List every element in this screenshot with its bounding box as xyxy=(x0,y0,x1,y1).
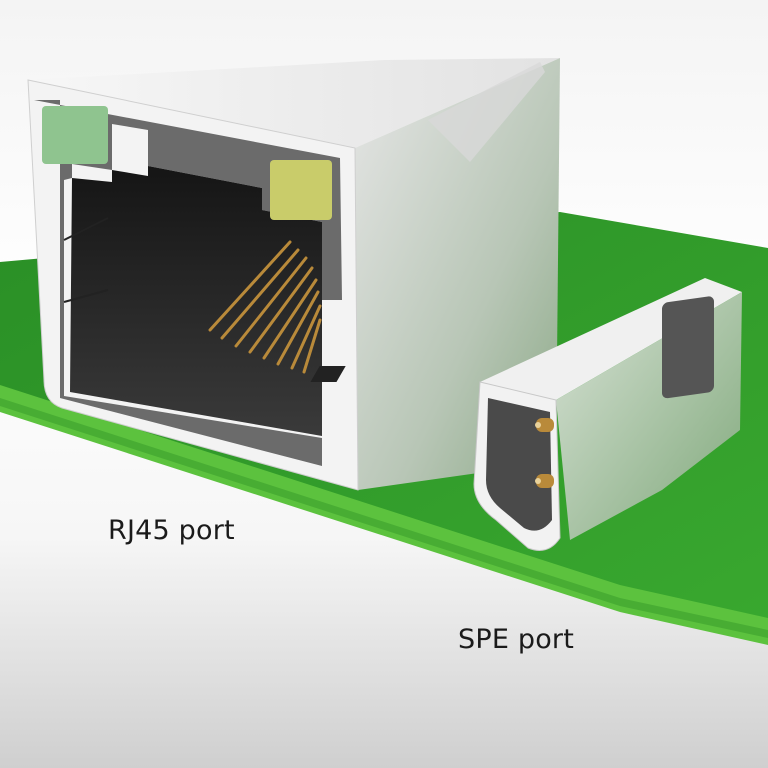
spe-port-opening xyxy=(486,398,552,531)
rj45-port-opening xyxy=(70,166,322,436)
spe-latch-window xyxy=(310,366,346,382)
spe-pins xyxy=(535,418,554,488)
rj45-contacts xyxy=(208,240,322,374)
spe-connector xyxy=(310,278,742,551)
spe-port-label: SPE port xyxy=(458,624,575,655)
led-yellow xyxy=(270,160,332,220)
led-green xyxy=(42,106,108,164)
rj45-port-label: RJ45 port xyxy=(108,515,235,546)
